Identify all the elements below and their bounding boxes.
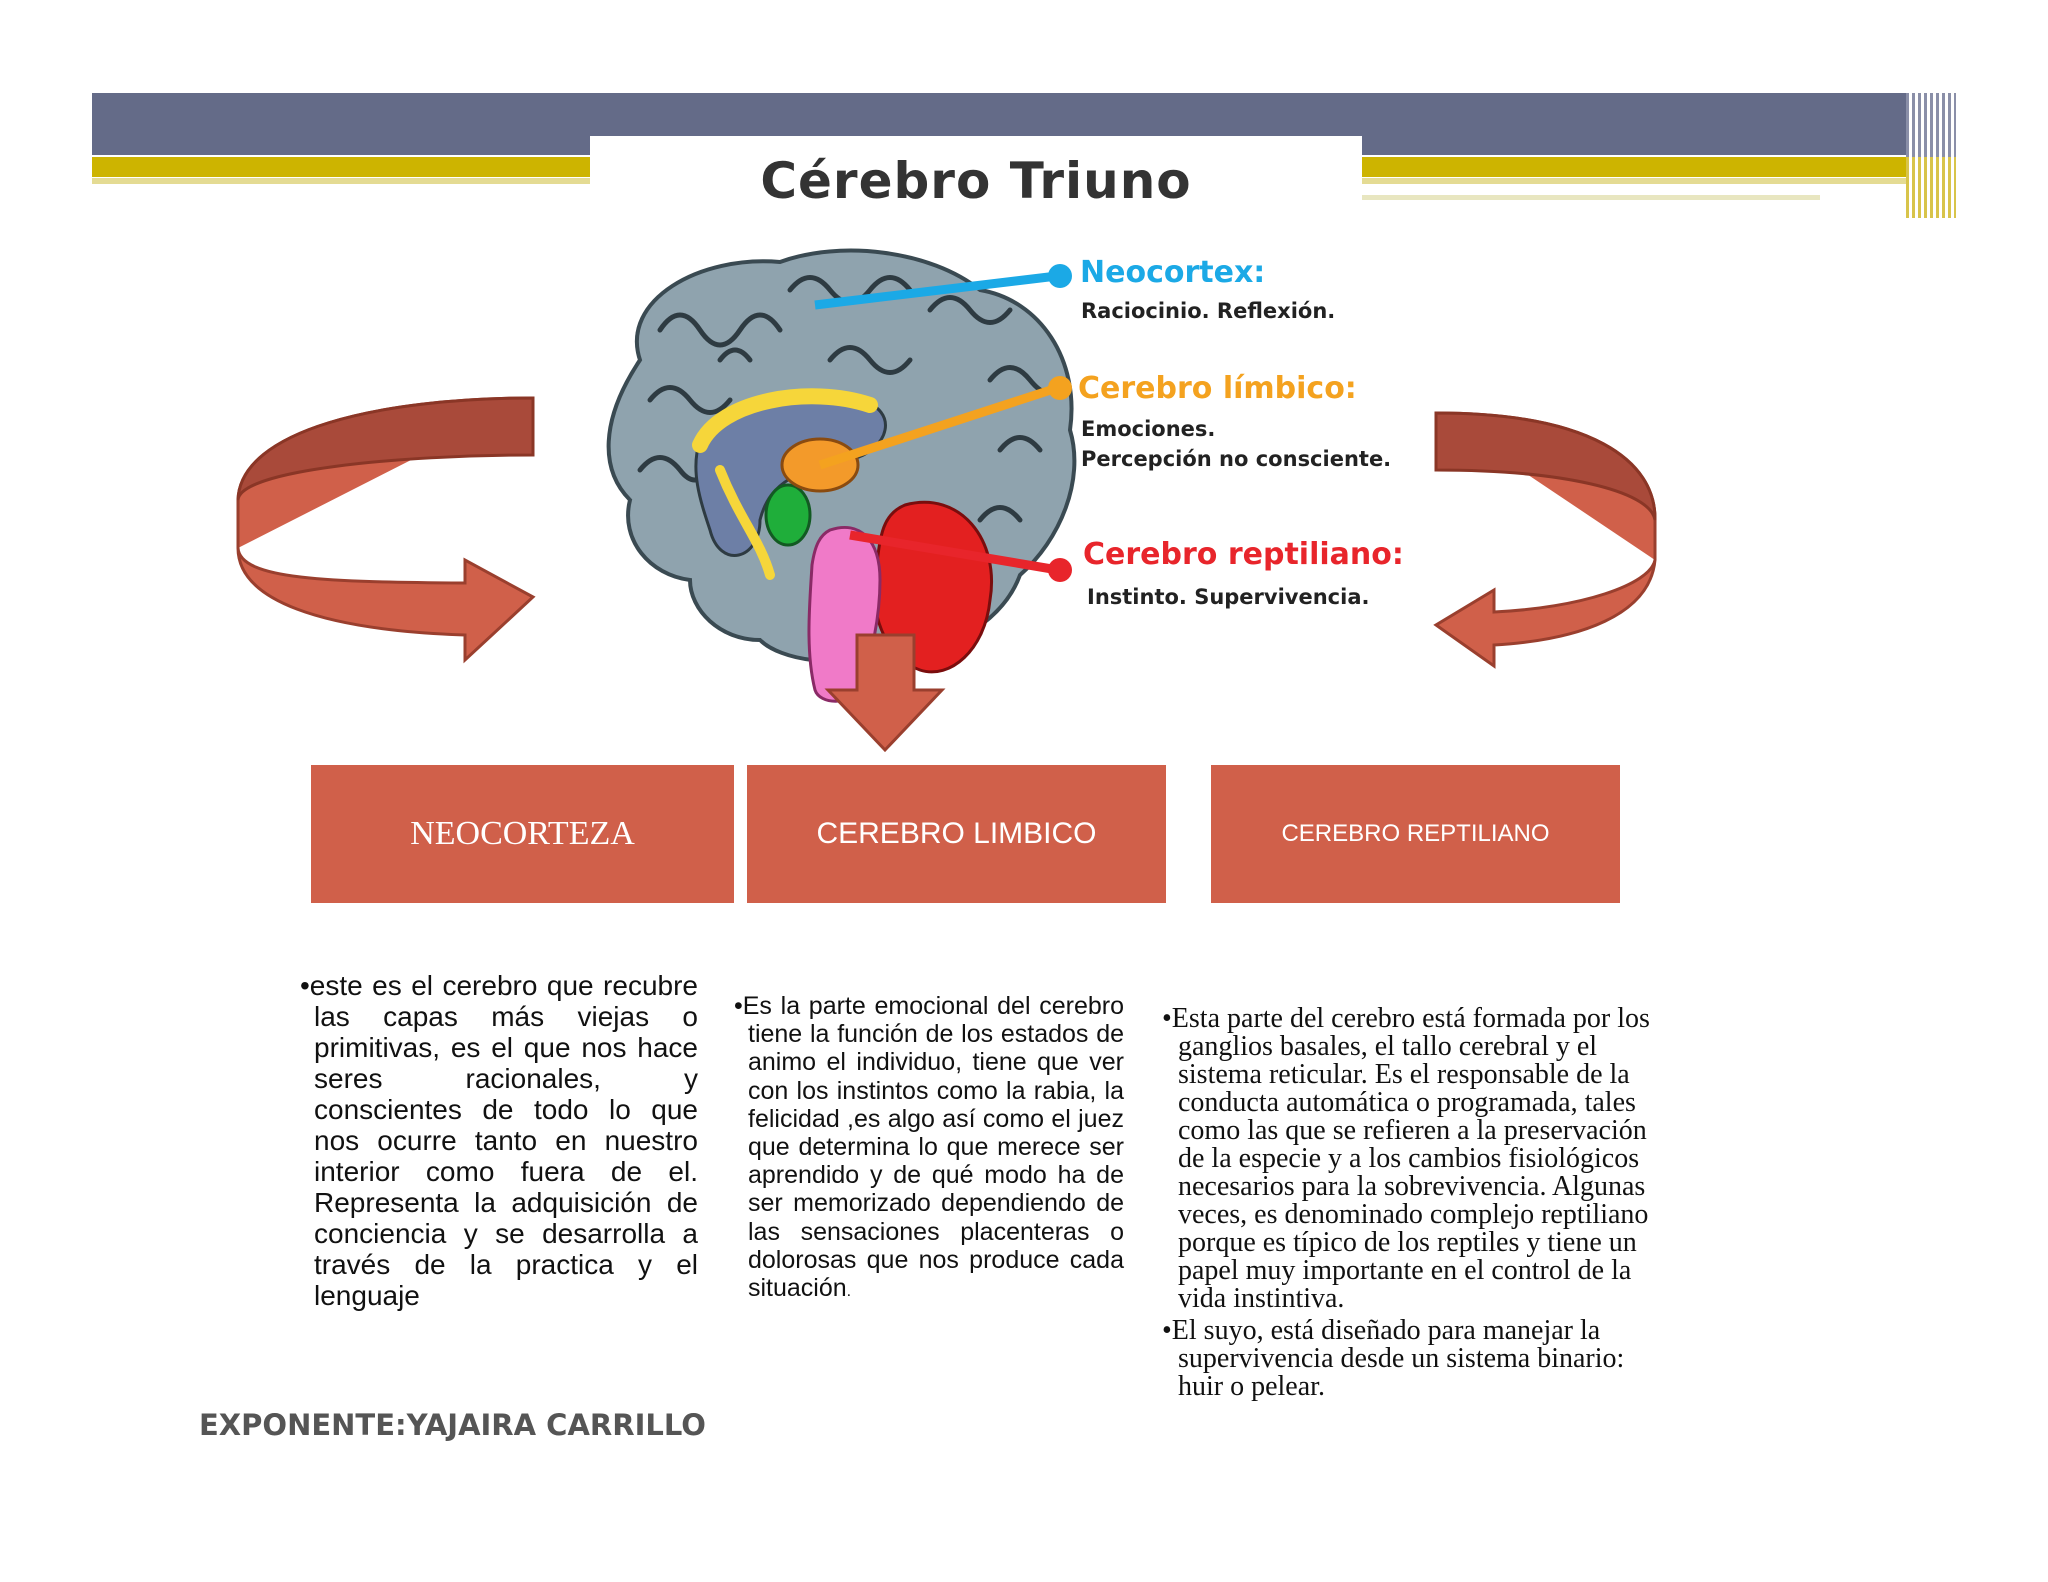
header-thin-line xyxy=(1360,195,1820,200)
description-limbico-body: •Es la parte emocional del cerebro tiene… xyxy=(734,992,1124,1303)
description-neocorteza: •este es el cerebro que recubre las capa… xyxy=(300,970,698,1311)
label-reptiliano-desc: Instinto. Supervivencia. xyxy=(1087,585,1370,609)
description-limbico-period: . xyxy=(846,1283,852,1301)
label-neocortex-desc: Raciocinio. Reflexión. xyxy=(1081,299,1336,323)
limbic-arc xyxy=(692,388,878,453)
description-reptiliano-text-2: •El suyo, está diseñado para manejar la … xyxy=(1162,1315,1625,1402)
label-limbico-desc-2: Percepción no consciente. xyxy=(1081,447,1392,471)
exponente-label: EXPONENTE:YAJAIRA CARRILLO xyxy=(199,1408,706,1442)
amygdala xyxy=(764,483,812,547)
description-limbico: •Es la parte emocional del cerebro tiene… xyxy=(734,992,1124,1306)
box-neocorteza: NEOCORTEZA xyxy=(311,765,734,903)
header-stripes-gold xyxy=(1906,157,1956,218)
description-neocorteza-text: •este es el cerebro que recubre las capa… xyxy=(300,970,698,1311)
label-reptiliano: Cerebro reptiliano: xyxy=(1083,537,1404,572)
label-limbico: Cerebro límbico: xyxy=(1078,371,1357,406)
description-reptiliano: •Esta parte del cerebro está formada por… xyxy=(1162,1005,1660,1401)
limbic-tail xyxy=(715,465,775,580)
box-cerebro-limbico: CEREBRO LIMBICO xyxy=(747,765,1166,903)
label-neocortex: Neocortex: xyxy=(1080,255,1266,290)
description-reptiliano-text-1: •Esta parte del cerebro está formada por… xyxy=(1162,1003,1650,1314)
diagram-title: Cérebro Triuno xyxy=(760,152,1192,210)
label-limbico-desc-1: Emociones. xyxy=(1081,417,1216,441)
box-cerebro-reptiliano: CEREBRO REPTILIANO xyxy=(1211,765,1620,903)
down-arrow xyxy=(824,633,946,753)
description-limbico-text: •Es la parte emocional del cerebro tiene… xyxy=(734,992,1124,1306)
